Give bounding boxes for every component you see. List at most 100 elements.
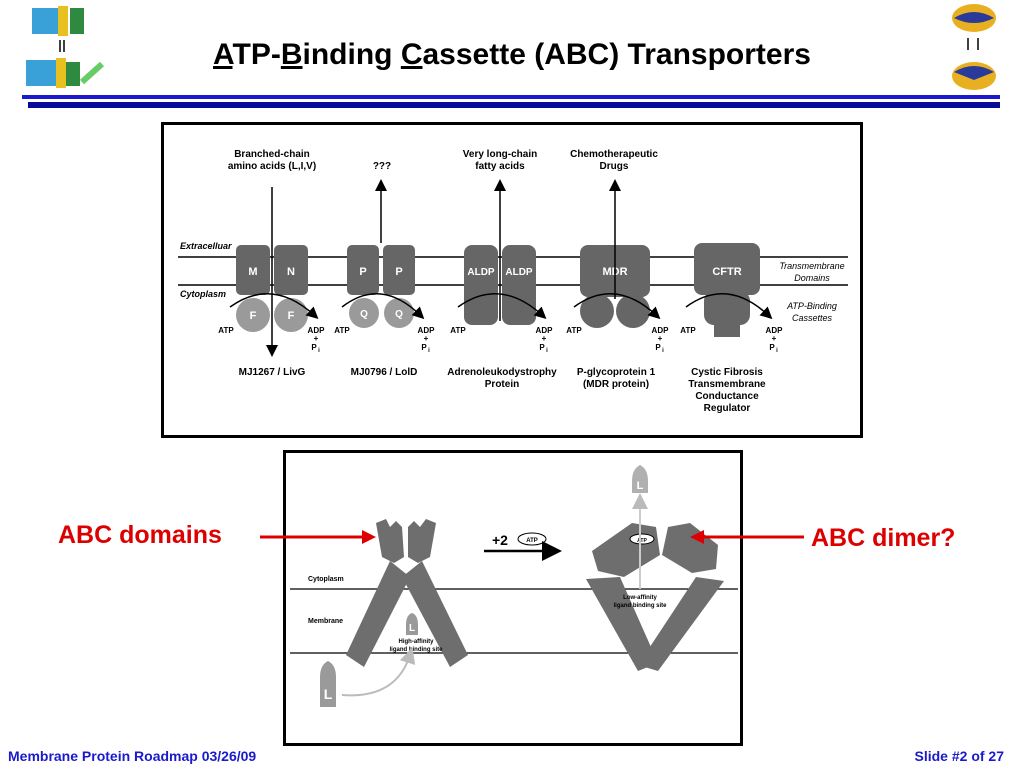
nbd-domain (580, 294, 614, 328)
high-affinity-site-label: ligand binding site (390, 647, 444, 653)
low-affinity-site-label: ligand binding site (614, 603, 668, 609)
tm-label: CFTR (712, 266, 741, 278)
transporter-name: MJ1267 / LivG (239, 367, 306, 378)
pi-label: P (769, 343, 775, 352)
label-cassettes: Cassettes (792, 313, 833, 323)
adp-label: ADP (308, 326, 326, 335)
label-cytoplasm: Cytoplasm (308, 576, 344, 583)
nbd-domain (616, 294, 650, 328)
label-atp-binding: ATP-Binding (786, 301, 837, 311)
nbd-domain (236, 298, 270, 332)
nbd-label: F (250, 310, 257, 322)
transporter-name: Cystic Fibrosis (691, 367, 763, 378)
transporter-name: Transmembrane (688, 379, 766, 390)
label-membrane: Membrane (308, 618, 343, 625)
tm-domain (464, 245, 498, 325)
plus-label: + (542, 334, 547, 343)
tm-helix-left (346, 561, 410, 667)
substrate-line2: ??? (373, 161, 391, 172)
abc-mechanism-diagram: Cytoplasm Membrane L High-affinity ligan… (283, 450, 743, 746)
atp-hydrolysis-arrow (229, 293, 319, 320)
ligand-label: L (637, 480, 644, 492)
tm-label: P (395, 266, 402, 278)
footer-slide-number: Slide #2 of 27 (914, 748, 1004, 764)
tm-helix-left (586, 577, 658, 671)
title-initial-b: B (280, 38, 303, 71)
nbd-label: Q (360, 309, 368, 320)
label-transmembrane: Transmembrane (779, 261, 844, 271)
open-transporter: L High-affinity ligand binding site L (320, 519, 468, 707)
plus-label: + (658, 334, 663, 343)
atp-binding-step: +2 ATP (484, 532, 562, 561)
atp-molecule-icon (517, 532, 547, 546)
ligand-label: L (324, 686, 333, 702)
title-part-rest: assette (ABC) Transporters (422, 38, 811, 71)
abc-domain-left (376, 519, 404, 563)
plus-label: + (424, 334, 429, 343)
transporter-name: Adrenoleukodystrophy (447, 367, 557, 378)
adp-label: ADP (418, 326, 436, 335)
label-extracellular: Extracelluar (180, 241, 232, 251)
transporter-aldp: Very long-chain fatty acids ALDP ALDP AT… (447, 149, 557, 390)
atp-hydrolysis-arrow (457, 293, 547, 320)
plus-two-label: +2 (492, 532, 508, 548)
high-affinity-label: High-affinity (399, 639, 435, 645)
tm-label: M (248, 266, 257, 278)
pi-subscript: i (546, 348, 548, 354)
callout-left-arrow (260, 530, 376, 544)
tm-domain (274, 245, 308, 295)
abc-transporter-diagram: Extracelluar Cytoplasm Transmembrane Dom… (161, 122, 863, 438)
nbd-label: F (288, 310, 295, 322)
tm-helix-right (638, 577, 724, 671)
pi-subscript: i (662, 348, 664, 354)
callout-abc-domains: ABC domains (58, 521, 222, 549)
transporter-cftr: CFTR ATP ADP + P i Cystic Fibrosis Trans… (680, 243, 783, 414)
substrate-line2: fatty acids (475, 161, 525, 172)
abc-dimer-left (592, 523, 660, 577)
left-logo (26, 6, 105, 88)
transporter-lold: ??? P P Q Q ATP ADP + P i MJ0796 / LolD (334, 161, 435, 378)
ligand-entry-arrow (341, 647, 416, 697)
title-part-inding: inding (302, 38, 401, 71)
nbd-domain (274, 298, 308, 332)
title-rule-top (22, 95, 1000, 99)
ligand-free (320, 661, 336, 707)
label-cytoplasm: Cytoplasm (180, 289, 226, 299)
tm-domain (347, 245, 379, 295)
slide-title: ATP-Binding Cassette (ABC) Transporters (120, 38, 904, 72)
substrate-line2: amino acids (L,I,V) (228, 161, 316, 172)
transporter-name: (MDR protein) (583, 379, 649, 390)
tm-label: N (287, 266, 295, 278)
pi-subscript: i (776, 348, 778, 354)
substrate-line1: Branched-chain (234, 149, 310, 160)
atp-label: ATP (680, 326, 696, 335)
callout-right-arrow-head (690, 530, 704, 544)
transporter-mdr: Chemotherapeutic Drugs MDR ATP ADP + P i… (566, 149, 669, 390)
nbd-domain (384, 298, 414, 328)
nbd-domain (704, 291, 750, 325)
title-part-tp: TP- (232, 38, 281, 71)
callout-right-arrow (690, 530, 804, 544)
title-initial-a: A (213, 38, 233, 71)
pi-label: P (655, 343, 661, 352)
substrate-line1: Very long-chain (463, 149, 537, 160)
callout-left-arrow-head (362, 530, 376, 544)
right-logo (952, 4, 996, 90)
substrate-line2: Drugs (600, 161, 629, 172)
atp-label: ATP (218, 326, 234, 335)
atp-bound-icon (629, 533, 655, 545)
atp-hydrolysis-arrow (685, 293, 773, 320)
title-initial-c: C (400, 38, 423, 71)
transporter-livg: Branched-chain amino acids (L,I,V) M N F… (218, 149, 325, 378)
pi-subscript: i (318, 348, 320, 354)
callout-abc-dimer: ABC dimer? (811, 524, 956, 552)
adp-label: ADP (536, 326, 554, 335)
transporter-name: Conductance (695, 391, 759, 402)
atp-hydrolysis-arrow (341, 293, 425, 320)
title-rule-bottom (28, 102, 1000, 108)
tm-helix-right (402, 561, 468, 667)
tm-domain (383, 245, 415, 295)
footer-roadmap: Membrane Protein Roadmap 03/26/09 (8, 748, 257, 764)
closed-dimer: ATP L Low-affinity ligand binding site (586, 465, 724, 671)
plus-label: + (314, 334, 319, 343)
